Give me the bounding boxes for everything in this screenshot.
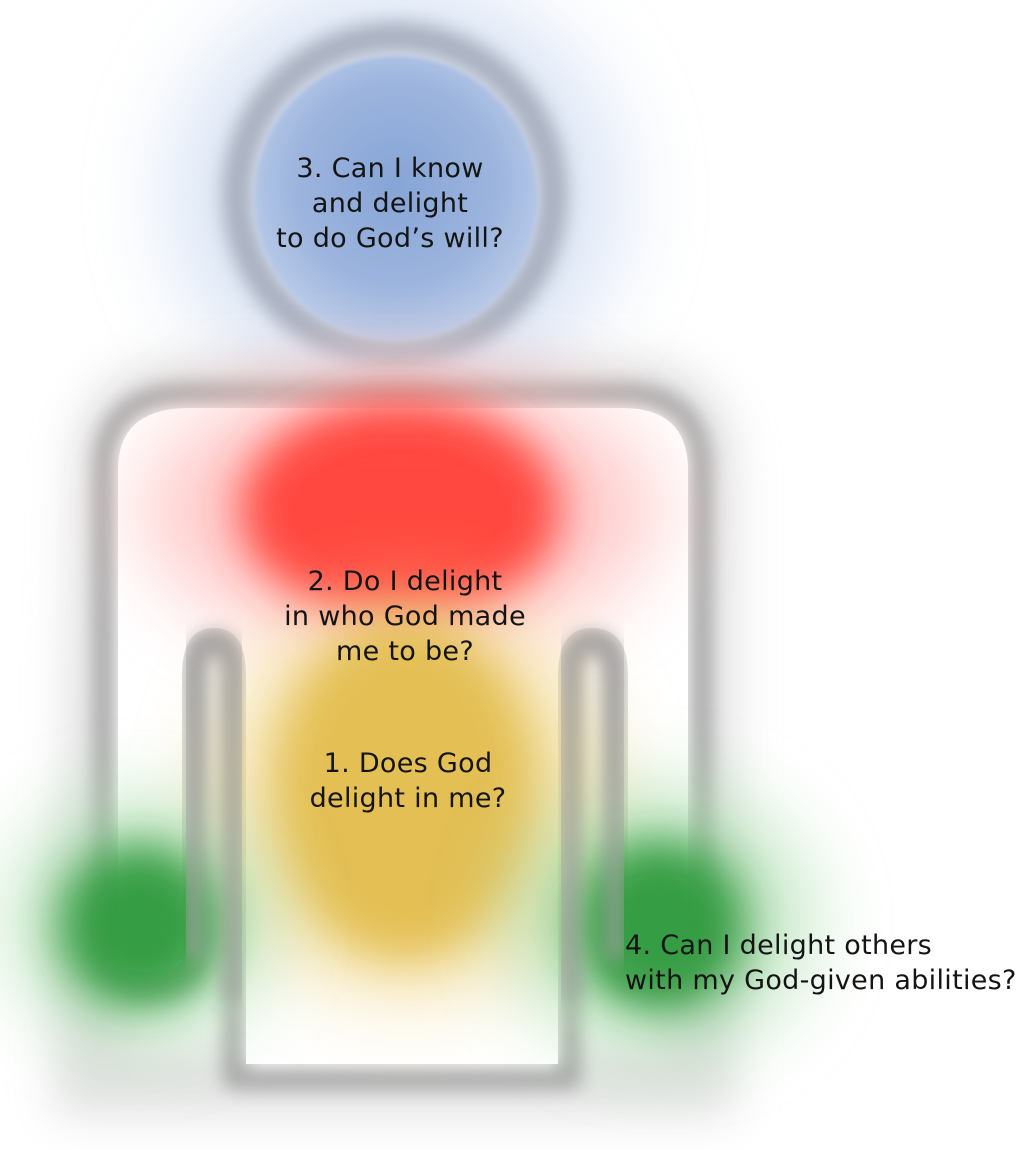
- question-2-line-2: in who God made: [284, 601, 526, 632]
- question-2-line-3: me to be?: [336, 636, 474, 667]
- question-3-line-3: to do God’s will?: [276, 223, 504, 254]
- belly-glow: [275, 620, 535, 960]
- question-4-line-1: 4. Can I delight others: [625, 930, 933, 961]
- head-outline: [222, 22, 568, 368]
- question-2-line-1: 2. Do I delight: [307, 566, 503, 597]
- question-3-label: 3. Can I know and delight to do God’s wi…: [240, 151, 540, 256]
- left-arm-inner-outline: [184, 629, 244, 1000]
- question-4-line-2: with my God-given abilities?: [625, 965, 1017, 996]
- left-hand-glow: [60, 845, 220, 1005]
- question-1-line-2: delight in me?: [309, 783, 507, 814]
- right-arm-inner-outline: [560, 629, 625, 1000]
- question-2-label: 2. Do I delight in who God made me to be…: [255, 564, 555, 669]
- question-1-line-1: 1. Does God: [323, 748, 493, 779]
- question-1-label: 1. Does God delight in me?: [258, 746, 558, 816]
- question-4-label: 4. Can I delight others with my God-give…: [625, 928, 1020, 998]
- head-fill: [254, 56, 538, 340]
- question-3-line-1: 3. Can I know: [296, 153, 484, 184]
- question-3-line-2: and delight: [311, 188, 469, 219]
- chest-glow: [240, 400, 560, 620]
